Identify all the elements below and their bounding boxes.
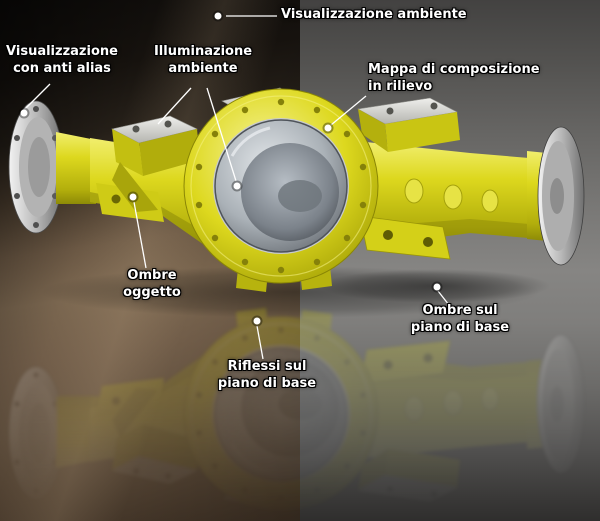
callout-line-floor-reflections <box>256 325 264 360</box>
callout-dot-object-shadows <box>127 191 139 203</box>
left-flange <box>8 100 64 234</box>
callout-line-bump-map <box>330 95 367 126</box>
callout-dot-ambient-lighting <box>231 180 243 192</box>
right-flange <box>527 126 585 266</box>
axle-housing-model <box>8 87 585 292</box>
callout-line-ambient-lighting-a <box>157 87 192 125</box>
callout-dot-floor-shadows <box>431 281 443 293</box>
callout-dots <box>18 10 443 327</box>
callout-dot-bump-map <box>322 122 334 134</box>
right-lower-bracket <box>359 215 451 260</box>
callout-dot-ambient-view <box>212 10 224 22</box>
callout-dot-anti-alias <box>18 107 30 119</box>
left-top-bracket <box>111 115 200 212</box>
callout-dot-floor-reflections <box>251 315 263 327</box>
ground-shadow <box>40 266 550 318</box>
floor-reflection <box>7 306 586 514</box>
callout-line-floor-shadows <box>437 290 450 306</box>
callout-line-object-shadows <box>133 201 147 269</box>
callout-line-ambient-lighting-b <box>206 87 237 182</box>
right-top-bracket <box>357 97 460 152</box>
central-hub <box>183 88 379 284</box>
callout-lines <box>24 15 450 360</box>
callout-line-anti-alias <box>24 83 51 110</box>
